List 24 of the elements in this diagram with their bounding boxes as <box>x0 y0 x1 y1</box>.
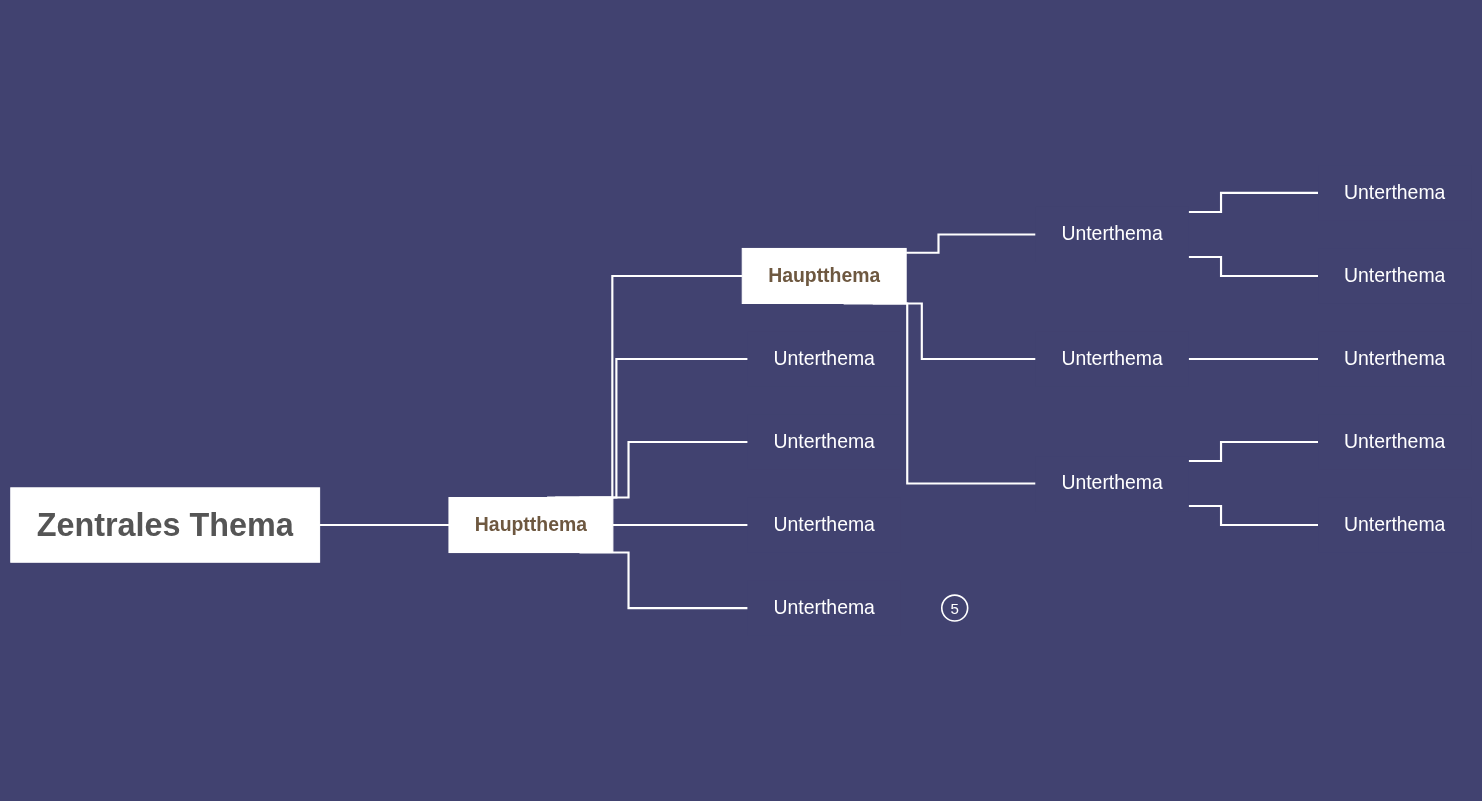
node-text: Unterthema <box>773 430 875 453</box>
node-text: Unterthema <box>1343 347 1446 370</box>
connector <box>1188 440 1319 463</box>
node-text: Unterthema <box>1061 223 1163 245</box>
node-box: Hauptthema <box>741 247 907 304</box>
connector <box>1188 255 1319 278</box>
node-text: Unterthema <box>773 347 875 370</box>
node-text: Unterthema <box>1061 472 1163 494</box>
node-text: Unterthema <box>1343 264 1446 287</box>
node-text: Unterthema <box>1343 181 1446 204</box>
node-text: Unterthema <box>773 596 875 619</box>
node-box: Zentrales Thema <box>10 487 321 563</box>
node-text: Unterthema <box>1343 513 1446 536</box>
connector <box>1188 357 1319 361</box>
node-text: Unterthema <box>773 513 875 536</box>
connector <box>319 523 449 527</box>
node-box: Hauptthema <box>448 497 614 554</box>
node-text: Unterthema <box>1343 430 1446 453</box>
connector <box>906 233 1036 254</box>
connector <box>612 523 748 527</box>
connector <box>1188 191 1319 214</box>
count-badge: 5 <box>940 594 969 622</box>
node-text: Unterthema <box>1061 347 1163 370</box>
connector <box>1188 504 1319 527</box>
